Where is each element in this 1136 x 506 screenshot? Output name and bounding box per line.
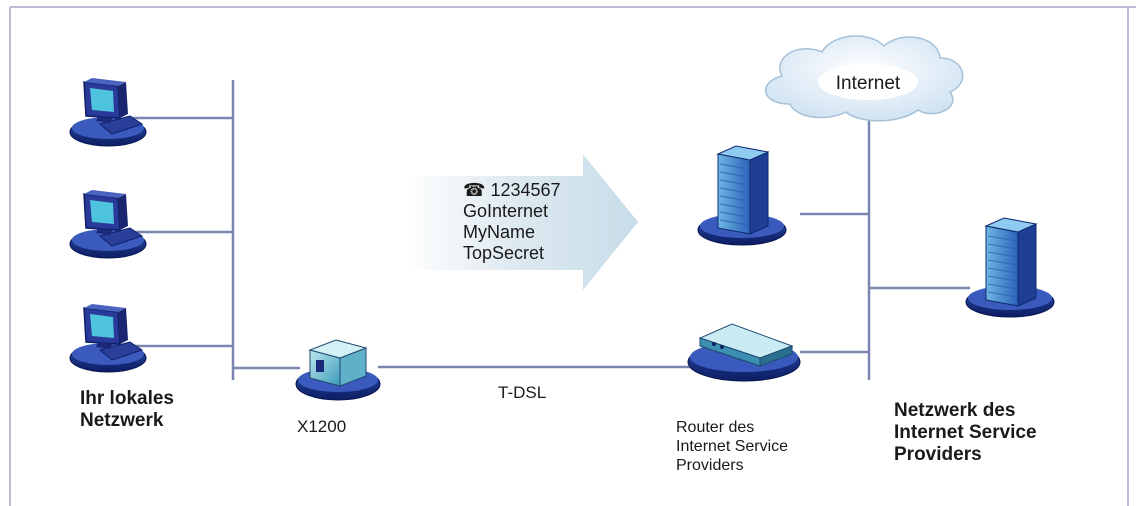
phone-number: 1234567 [490,180,561,200]
credentials-text: ☎ 1234567 GoInternet MyName TopSecret [463,180,561,264]
workstation-icon [69,189,147,259]
workstation-icon [69,77,147,147]
cloud-label: Internet [836,73,901,94]
phone-number-line: ☎ 1234567 [463,180,561,201]
modem-icon [295,339,381,401]
local-network-label: Ihr lokales Netzwerk [80,388,174,431]
phone-icon: ☎ [463,180,486,200]
cloud-icon [764,35,964,122]
login-line: GoInternet [463,201,549,221]
local-network-lines [130,80,300,380]
isp-network-lines [800,100,970,380]
workstation-icon [69,303,147,373]
isp-network-label: Netzwerk des Internet Service Providers [894,400,1037,465]
router-icon [687,323,801,382]
connection-label: T-DSL [498,383,547,402]
server-icon [697,145,787,246]
credentials-arrow [405,154,638,290]
password-line: TopSecret [463,243,545,263]
server-icon [965,217,1055,318]
username-line: MyName [463,222,536,242]
device-label: X1200 [297,417,347,436]
router-label: Router des Internet Service Providers [676,419,789,474]
